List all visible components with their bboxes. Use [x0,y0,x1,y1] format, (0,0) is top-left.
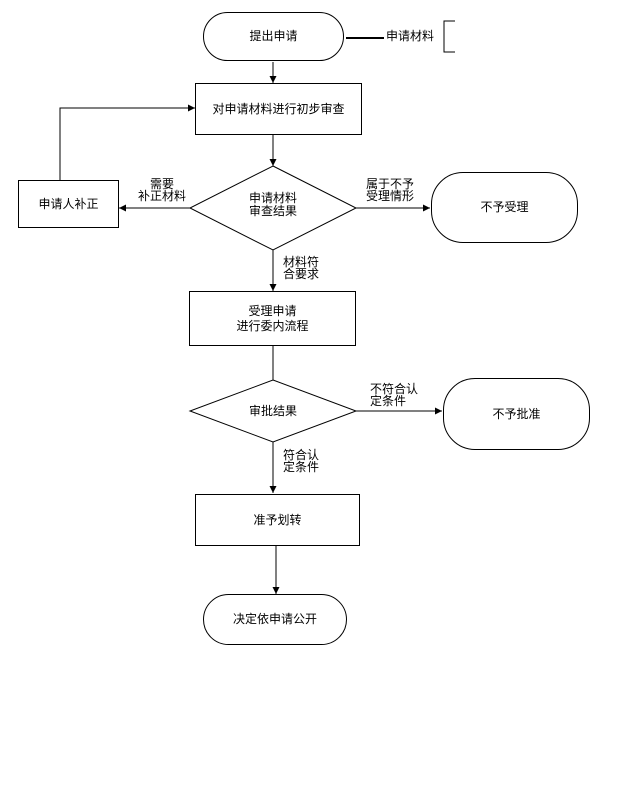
reject-node: 不予受理 [431,172,578,243]
not-accept-line1: 属于不予 [366,177,415,191]
disclose-node: 决定依申请公开 [203,594,347,645]
initial-review-label: 对申请材料进行初步审查 [212,101,345,116]
approval-result-label: 审批结果 [248,404,297,418]
not-approved-node: 不予批准 [443,378,590,450]
submit-node: 提出申请 [203,12,344,61]
fail-conditions-label: 不符合认 定条件 [370,383,418,407]
supplement-node: 申请人补正 [18,180,119,228]
initial-review-node: 对申请材料进行初步审查 [195,83,362,135]
pass-line2: 定条件 [283,460,320,474]
transfer-label: 准予划转 [253,512,302,527]
materials-bracket [443,20,455,53]
review-result-text: 申请材料 审查结果 [223,192,323,218]
review-result-line2: 审查结果 [248,204,297,218]
meets-line1: 材料符 [283,255,320,269]
meets-requirements-label: 材料符 合要求 [283,256,319,280]
need-line1: 需要 [149,177,174,191]
fail-line2: 定条件 [370,394,407,408]
supplement-label: 申请人补正 [38,196,99,211]
submit-label: 提出申请 [249,29,298,43]
pass-line1: 符合认 [283,448,320,462]
not-approved-label: 不予批准 [492,406,541,421]
need-supplement-label: 需要 补正材料 [130,178,194,202]
transfer-node: 准予划转 [195,494,360,546]
pass-conditions-label: 符合认 定条件 [283,449,319,473]
fail-line1: 不符合认 [370,382,419,396]
not-accept-label: 属于不予 受理情形 [366,178,414,202]
loop-supplement-to-review [59,104,195,180]
approval-result-text: 审批结果 [223,405,323,418]
need-line2: 补正材料 [137,189,186,203]
accept-line2: 进行委内流程 [236,318,309,333]
accept-line1: 受理申请 [248,303,297,318]
materials-label: 申请材料 [386,29,435,43]
accept-node: 受理申请 进行委内流程 [189,291,356,346]
not-accept-line2: 受理情形 [366,189,415,203]
disclose-label: 决定依申请公开 [232,612,317,626]
meets-line2: 合要求 [283,267,320,281]
reject-label: 不予受理 [480,200,529,214]
review-result-line1: 申请材料 [248,191,297,205]
